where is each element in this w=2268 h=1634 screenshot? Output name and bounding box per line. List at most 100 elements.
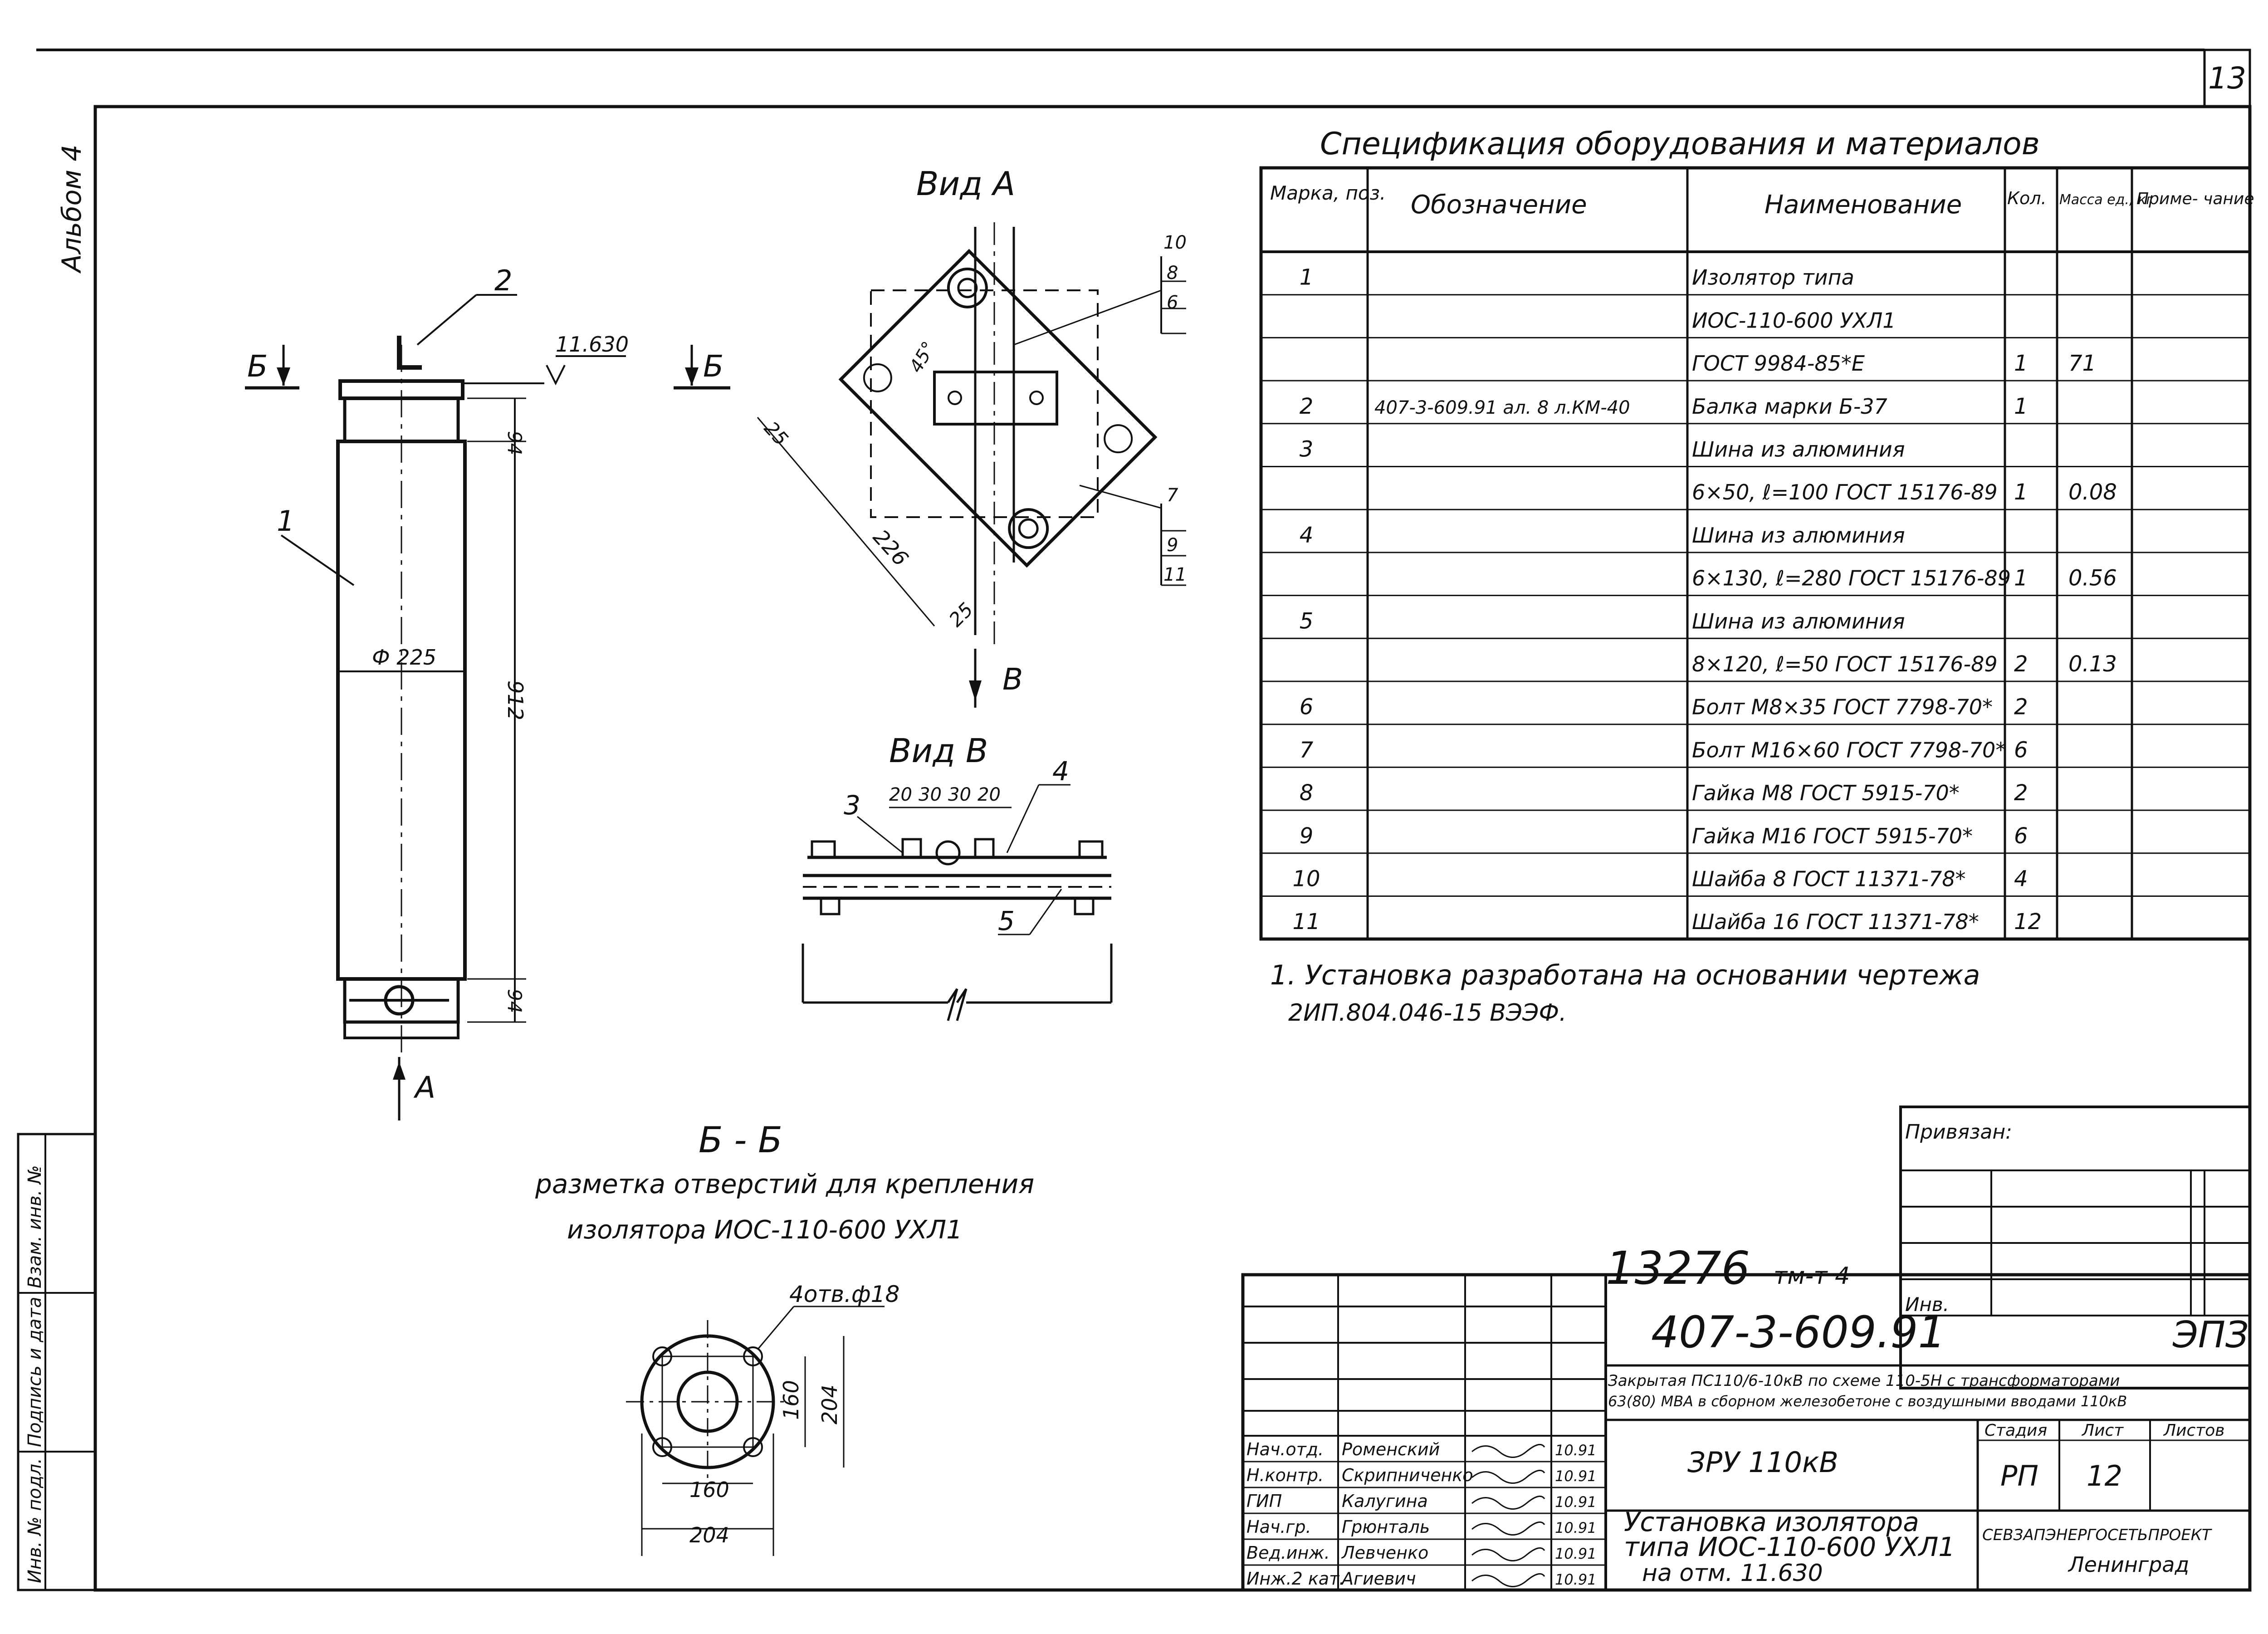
handwritten-signature	[1471, 1443, 1545, 1458]
spec-cell: 9	[1300, 823, 1314, 849]
signature-role: ГИП	[1246, 1491, 1282, 1511]
dim-204-v-label: 204	[817, 1384, 842, 1424]
stage-code: ЭПЗ	[2172, 1314, 2248, 1356]
view-b-dim-3: 30	[948, 784, 971, 805]
subject: ЗРУ 110кВ	[1687, 1446, 1838, 1479]
binding-label: Привязан:	[1905, 1120, 2012, 1144]
spec-cell: 407-3-609.91 ал. 8 л.КМ-40	[1374, 397, 1630, 418]
callout-top-10: 10	[1163, 232, 1187, 253]
signature-date: 10.91	[1555, 1493, 1597, 1511]
side-stamp-replace-label: Взам. инв. №	[24, 1165, 45, 1288]
sheet-value: 12	[2087, 1459, 2122, 1492]
spec-cell: 0.08	[2068, 479, 2117, 505]
spec-cell: 1	[1300, 265, 1314, 290]
section-bb-line1: разметка отверстий для крепления	[535, 1169, 1034, 1199]
signature-name: Скрипниченко	[1342, 1465, 1473, 1485]
callout-bottom-11: 11	[1163, 564, 1187, 585]
dim-height-label: 912	[503, 680, 528, 720]
view-a: Вид А 45° 25 226 25	[757, 165, 1187, 708]
dim-25-top-label: 25	[760, 417, 792, 450]
section-mark-left: Б	[247, 349, 268, 384]
view-b: Вид В 20 30 30 20 3 4 5	[802, 732, 1113, 1021]
pos1-label: 1	[277, 504, 294, 538]
handwritten-signature	[1471, 1495, 1545, 1510]
project-code: 407-3-609.91	[1651, 1307, 1946, 1358]
spec-cell: 2	[2014, 651, 2028, 677]
spec-cell: Болт М8×35 ГОСТ 7798-70*	[1692, 695, 1993, 719]
drawing-title-line1: Установка изолятора	[1624, 1507, 1919, 1537]
organization-line2: Ленинград	[2068, 1552, 2189, 1577]
dim-25-bottom-label: 25	[944, 598, 977, 631]
spec-cell: Болт М16×60 ГОСТ 7798-70*	[1692, 738, 2006, 762]
view-b-title: Вид В	[889, 732, 988, 770]
holes-label: 4отв.ф18	[789, 1281, 899, 1307]
spec-header-designation: Обозначение	[1411, 190, 1587, 220]
spec-cell: Гайка М8 ГОСТ 5915-70*	[1692, 781, 1960, 805]
inventory-label: Инв.	[1905, 1293, 1949, 1316]
handwritten-signature	[1471, 1469, 1545, 1484]
spec-cell: 6	[2014, 823, 2028, 849]
page-number: 13	[2208, 61, 2246, 96]
diameter-label: Ф 225	[372, 645, 436, 670]
spec-cell: 6×130, ℓ=280 ГОСТ 15176-89	[1692, 566, 2011, 591]
dim-top-label: 94	[503, 431, 526, 455]
dim-bottom-label: 94	[503, 989, 526, 1013]
spec-cell: Шайба 8 ГОСТ 11371-78*	[1692, 867, 1965, 891]
spec-cell: 2	[2014, 695, 2028, 720]
dim-160-h-label: 160	[689, 1477, 729, 1502]
spec-header-note: Приме- чание	[2136, 190, 2254, 208]
dim-204-h-label: 204	[689, 1523, 729, 1547]
sheet-frame: 13 Альбом 4	[36, 49, 2252, 1592]
section-mark-right: Б	[703, 349, 723, 384]
callout-top-8: 8	[1167, 263, 1178, 284]
sheet-header: Лист	[2081, 1421, 2124, 1440]
view-b-dim-1: 20	[889, 784, 912, 805]
elevation-label: 11.630	[556, 332, 629, 357]
signature-name: Агиевич	[1340, 1569, 1416, 1589]
spec-header-row: Марка, поз. Обозначение Наименование Кол…	[1270, 182, 2254, 220]
pos2-label: 2	[494, 264, 512, 297]
spec-cell: 8×120, ℓ=50 ГОСТ 15176-89	[1692, 652, 1998, 676]
spec-cell: Шина из алюминия	[1692, 609, 1905, 633]
dim-160-v-label: 160	[779, 1380, 803, 1420]
note-line1: 1. Установка разработана на основании че…	[1270, 959, 1980, 991]
spec-cell: Изолятор типа	[1692, 265, 1854, 290]
callout-top-6: 6	[1167, 292, 1178, 313]
spec-cell: 71	[2068, 351, 2096, 376]
handwritten-signature	[1471, 1573, 1545, 1587]
drawing-title-line2: типа ИОС-110-600 УХЛ1	[1624, 1531, 1955, 1562]
signature-date: 10.91	[1555, 1442, 1597, 1459]
angle-label: 45°	[905, 338, 939, 376]
spec-cell: 2	[1300, 394, 1314, 419]
spec-table: Спецификация оборудования и материалов М…	[1259, 126, 2254, 941]
signature-date: 10.91	[1555, 1468, 1597, 1485]
description-line1: Закрытая ПС110/6-10кВ по схеме 110-5Н с …	[1608, 1372, 2120, 1390]
arrow-a-label: А	[413, 1070, 435, 1105]
view-a-title: Вид А	[916, 165, 1015, 203]
view-b-dim-2: 30	[919, 784, 942, 805]
signature-date: 10.91	[1555, 1571, 1597, 1588]
signature-date: 10.91	[1555, 1545, 1597, 1562]
spec-title: Спецификация оборудования и материалов	[1320, 126, 2040, 162]
spec-cell: 5	[1300, 608, 1314, 634]
spec-header-qty: Кол.	[2007, 188, 2047, 208]
signature-name: Калугина	[1342, 1491, 1428, 1511]
signature-role: Инж.2 кат.	[1246, 1569, 1344, 1589]
callout-bottom-7: 7	[1167, 485, 1178, 506]
pos5-label: 5	[998, 905, 1015, 936]
spec-cell: Шина из алюминия	[1692, 437, 1905, 462]
spec-cell: 6×50, ℓ=100 ГОСТ 15176-89	[1692, 480, 1998, 504]
spec-cell: 1	[2014, 394, 2028, 419]
signature-role: Нач.отд.	[1246, 1439, 1324, 1459]
spec-cell: 1	[2014, 479, 2028, 505]
spec-cell: 4	[1300, 523, 1314, 548]
spec-cell: Шина из алюминия	[1692, 523, 1905, 548]
spec-cell: 11	[1292, 909, 1320, 934]
pos4-label: 4	[1052, 756, 1069, 787]
spec-cell: 12	[2014, 909, 2042, 934]
spec-cell: 10	[1292, 866, 1320, 892]
stage-header: Стадия	[1984, 1421, 2047, 1440]
